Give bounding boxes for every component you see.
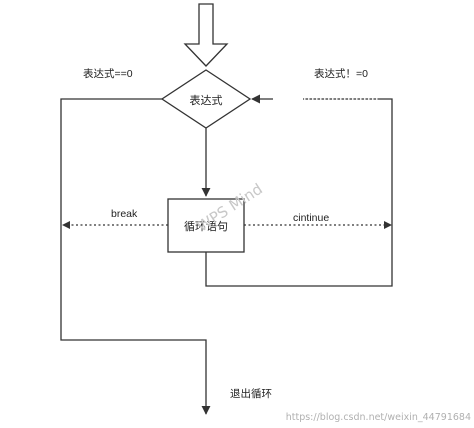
- loop-body-label: 循环语句: [184, 220, 228, 233]
- decision-label: 表达式: [190, 93, 223, 107]
- label-exit: 退出循环: [230, 387, 272, 400]
- edge-exit: [60, 98, 211, 415]
- loop-body-box: [167, 198, 245, 253]
- label-break: break: [111, 208, 138, 220]
- label-true-condition: 表达式！=0: [314, 67, 368, 80]
- entry-arrow: [183, 3, 229, 67]
- line-gap-mask: [273, 97, 303, 101]
- edge-loop-back: [205, 94, 393, 287]
- continue-arrowhead: [384, 221, 392, 229]
- break-arrowhead: [62, 221, 70, 229]
- label-false-condition: 表达式==0: [83, 67, 133, 80]
- label-continue: cintinue: [293, 212, 329, 224]
- footer-url: https://blog.csdn.net/weixin_44791684: [286, 412, 471, 423]
